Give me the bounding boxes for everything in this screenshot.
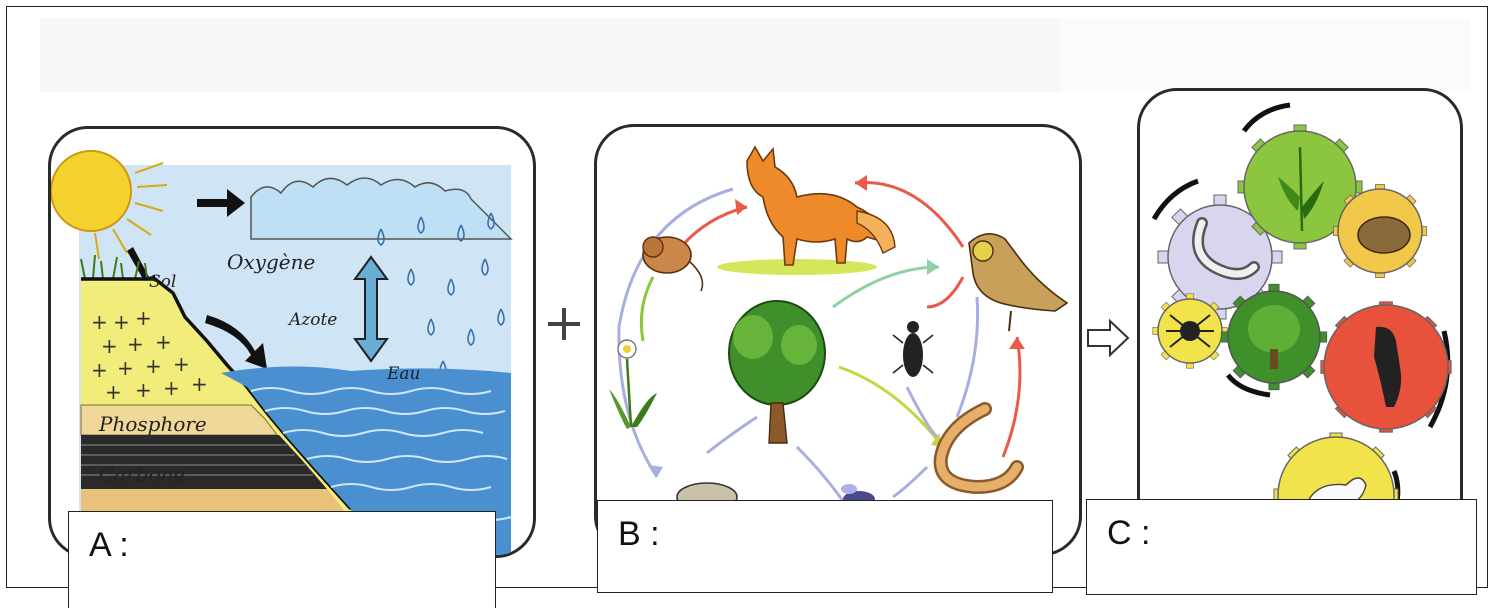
bird-icon — [969, 234, 1067, 331]
answer-box-c-label: C : — [1107, 514, 1150, 552]
dandelion-icon — [609, 340, 657, 429]
svg-text:+: + — [91, 310, 108, 334]
svg-text:+: + — [163, 376, 180, 400]
arrow-operator — [1086, 318, 1132, 363]
answer-box-a-label: A : — [89, 526, 129, 564]
svg-text:+: + — [135, 378, 152, 402]
gear-spider — [1153, 294, 1227, 368]
plus-operator — [546, 306, 582, 347]
answer-box-b-label: B : — [618, 515, 660, 553]
panel-a-environment: +++ +++ ++++ ++++ Sol Oxygène Azote — [48, 126, 536, 558]
vole-icon — [643, 237, 703, 291]
tree-icon — [729, 301, 825, 443]
gear-tree — [1221, 284, 1326, 389]
gear-hedgehog — [1334, 185, 1427, 278]
beetle-icon — [893, 321, 933, 377]
label-eau: Eau — [386, 364, 421, 384]
label-oxygene: Oxygène — [227, 250, 315, 274]
answer-box-b[interactable]: B : — [597, 500, 1053, 593]
plus-icon — [546, 306, 582, 342]
svg-text:+: + — [117, 356, 134, 380]
svg-text:+: + — [101, 334, 118, 358]
svg-text:+: + — [173, 352, 190, 376]
food-web-illustration — [597, 127, 1082, 556]
svg-text:+: + — [127, 332, 144, 356]
answer-box-c[interactable]: C : — [1086, 499, 1477, 595]
svg-text:+: + — [191, 372, 208, 396]
faded-header-strip-right — [1060, 18, 1470, 92]
environment-illustration: +++ +++ ++++ ++++ Sol Oxygène Azote — [51, 129, 536, 558]
svg-text:+: + — [155, 330, 172, 354]
label-azote: Azote — [287, 310, 337, 330]
gear-bird — [1321, 302, 1451, 432]
label-sol: Sol — [149, 272, 176, 292]
label-carbone: Carbone — [99, 462, 185, 486]
panel-c-ecosystem-gears — [1137, 88, 1463, 556]
hollow-arrow-icon — [1086, 318, 1132, 358]
fox-icon — [717, 147, 895, 275]
panel-b-food-web — [594, 124, 1082, 556]
faded-header-strip — [40, 18, 1060, 92]
svg-text:+: + — [105, 380, 122, 404]
gears-illustration — [1140, 91, 1463, 556]
svg-text:+: + — [135, 306, 152, 330]
label-phosphore: Phosphore — [98, 412, 207, 436]
answer-box-a[interactable]: A : — [68, 511, 496, 608]
svg-text:+: + — [145, 354, 162, 378]
svg-text:+: + — [91, 358, 108, 382]
svg-text:+: + — [113, 310, 130, 334]
